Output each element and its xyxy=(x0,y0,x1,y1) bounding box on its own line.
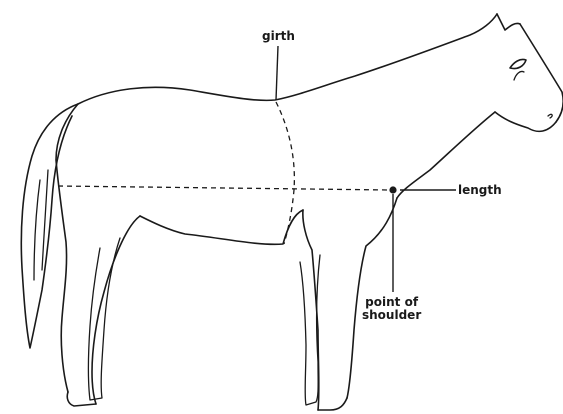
point-of-shoulder-marker xyxy=(389,186,396,193)
point-of-shoulder-label-line2: shoulder xyxy=(362,309,421,322)
measurement-lines xyxy=(58,46,456,292)
girth-leader xyxy=(276,46,278,100)
horse-outline xyxy=(21,14,563,410)
length-label: length xyxy=(458,184,502,197)
point-of-shoulder-label: point of shoulder xyxy=(362,296,421,322)
length-line xyxy=(58,186,390,190)
girth-label: girth xyxy=(262,30,295,43)
